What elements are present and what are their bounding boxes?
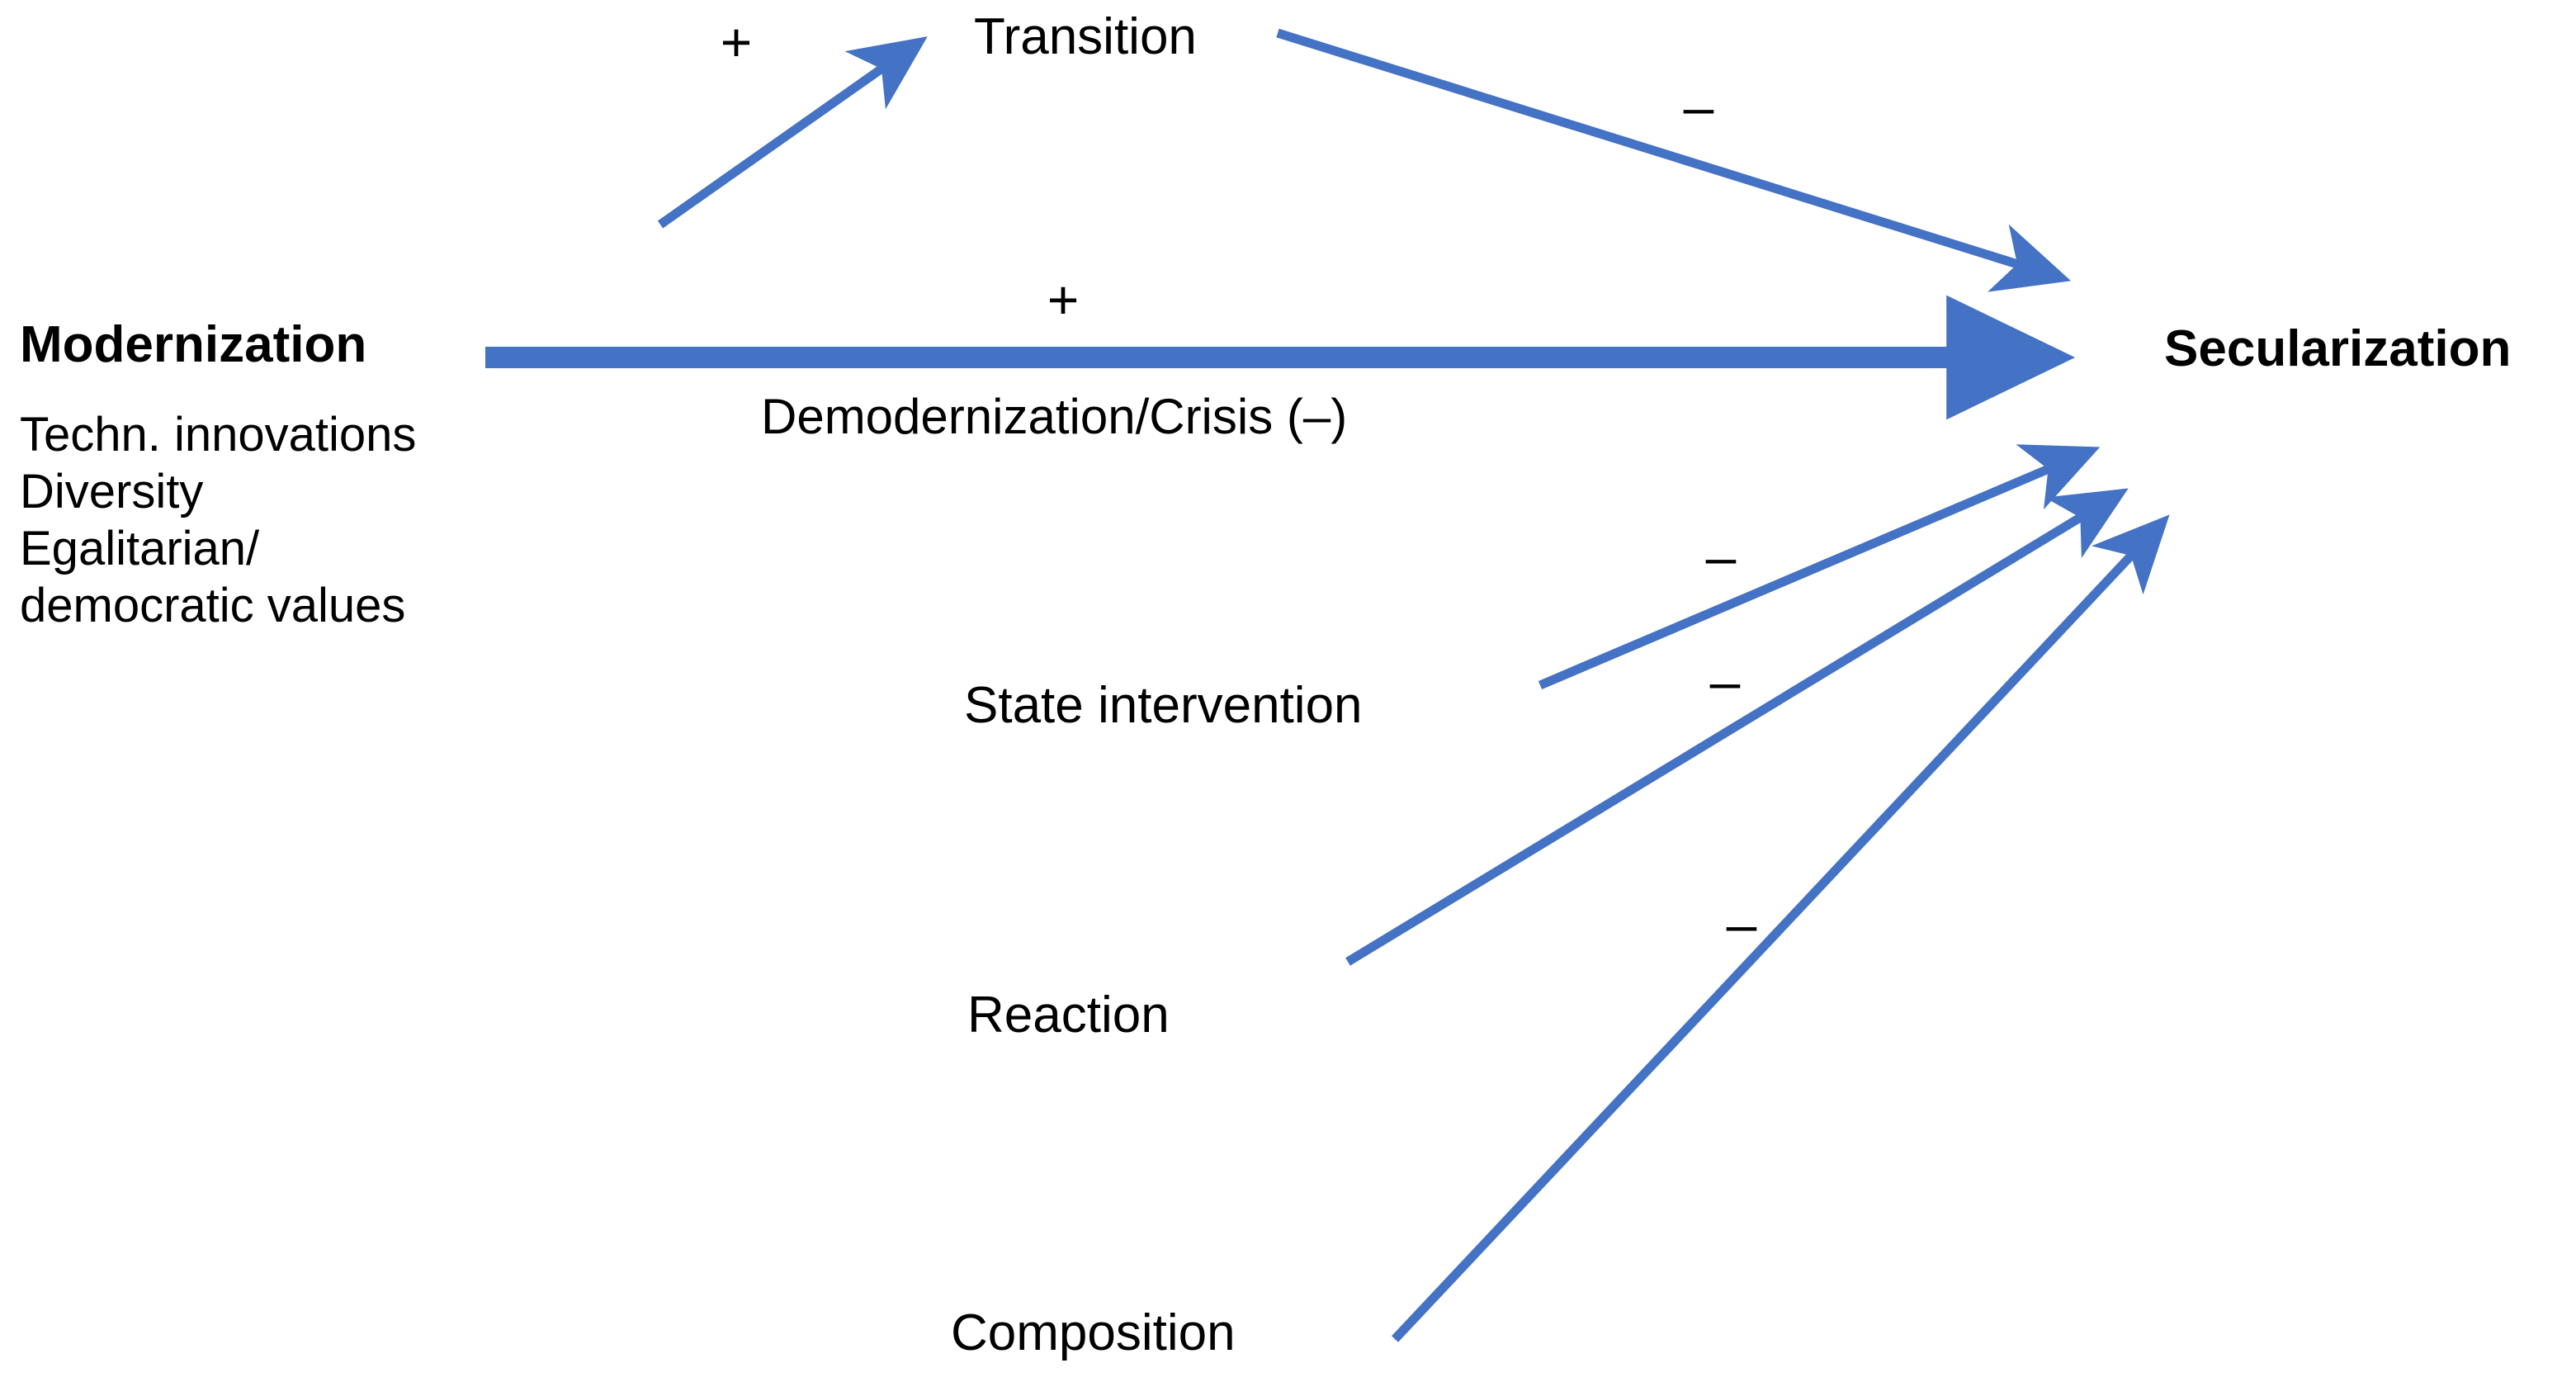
arrow-modernization-to-transition xyxy=(657,36,928,229)
arrow-state-intervention-to-secularization xyxy=(1538,444,2101,690)
edge-sign-state-intervention-to-secularization: – xyxy=(1705,526,1737,587)
node-modernization-sub-2: Diversity xyxy=(20,465,204,518)
arrow-transition-to-secularization xyxy=(1276,28,2072,292)
node-state-intervention-label: State intervention xyxy=(964,677,1363,734)
edge-caption-demodernization-crisis: Demodernization/Crisis (–) xyxy=(761,389,1348,444)
edge-sign-modernization-to-transition: + xyxy=(720,12,753,73)
edge-sign-reaction-to-secularization: – xyxy=(1709,651,1741,712)
node-composition-label: Composition xyxy=(951,1304,1236,1361)
node-modernization-sub-3: Egalitarian/ xyxy=(20,522,260,575)
node-modernization-sub-4: democratic values xyxy=(20,579,406,632)
node-transition-label: Transition xyxy=(974,8,1197,65)
node-modernization-sub-1: Techn. innovations xyxy=(20,408,417,461)
edge-sign-modernization-to-secularization: + xyxy=(1047,269,1080,330)
edge-sign-composition-to-secularization: – xyxy=(1726,893,1757,954)
node-reaction-label: Reaction xyxy=(967,987,1170,1044)
edge-sign-transition-to-secularization: – xyxy=(1683,76,1714,137)
arrow-composition-to-secularization xyxy=(1391,514,2170,1342)
node-modernization-title: Modernization xyxy=(20,316,367,373)
node-secularization-label: Secularization xyxy=(2164,320,2512,377)
arrow-reaction-to-secularization xyxy=(1345,488,2129,966)
